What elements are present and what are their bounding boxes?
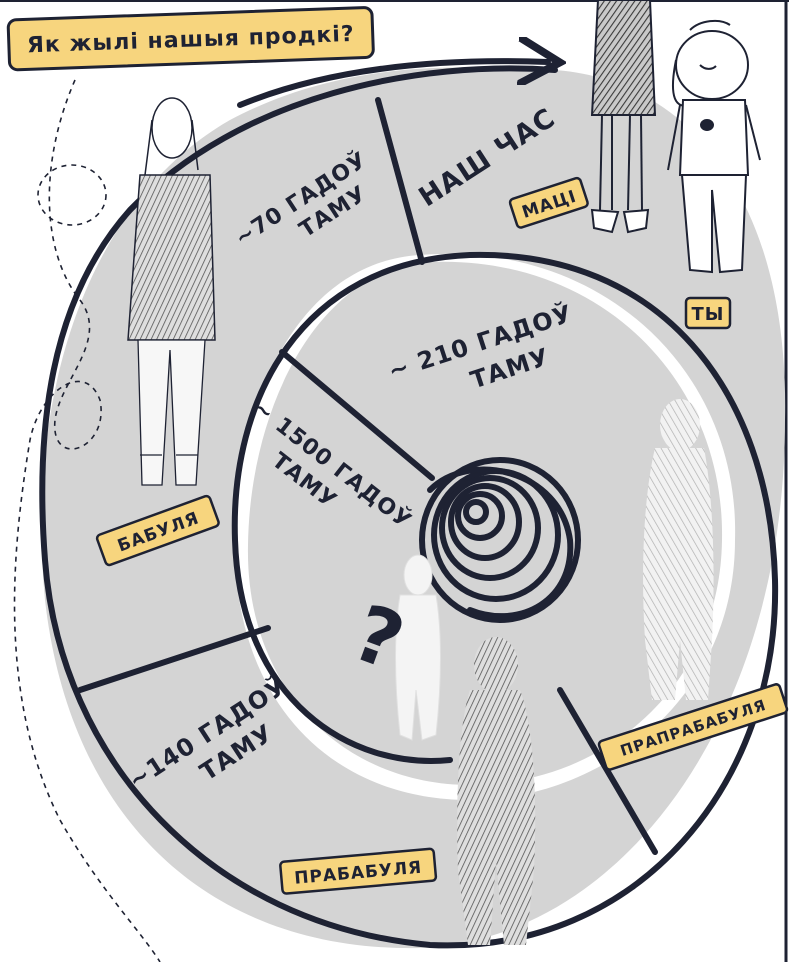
dashed-loop bbox=[38, 165, 106, 225]
you-label: ТЫ bbox=[692, 304, 725, 325]
you-tag: ТЫ bbox=[686, 298, 730, 328]
title-tag: Як жылі нашыя продкі? bbox=[8, 7, 374, 70]
